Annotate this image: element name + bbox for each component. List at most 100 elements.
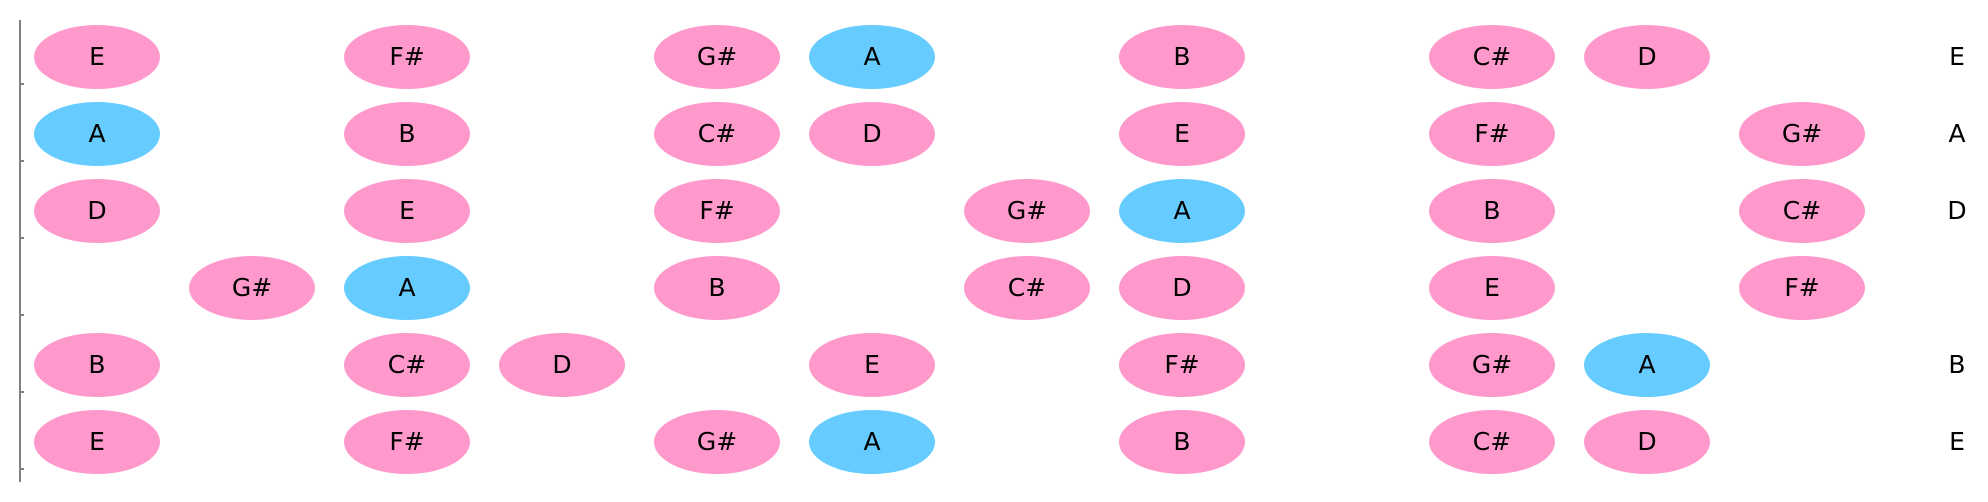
note-label: B — [88, 350, 105, 379]
string-name-label: E — [1949, 42, 1965, 71]
note-marker: B — [34, 333, 160, 397]
scale-note-ellipse — [1584, 410, 1710, 474]
note-label: D — [1172, 273, 1191, 302]
note-marker: C# — [654, 102, 780, 166]
note-marker: A — [1119, 179, 1245, 243]
note-label: C# — [1783, 196, 1821, 225]
note-marker: F# — [344, 410, 470, 474]
scale-note-ellipse — [34, 25, 160, 89]
scale-note-ellipse — [344, 333, 470, 397]
note-marker: B — [1429, 179, 1555, 243]
note-marker: E — [34, 410, 160, 474]
note-label: F# — [389, 42, 424, 71]
note-marker: G# — [1739, 102, 1865, 166]
root-note-ellipse — [1119, 179, 1245, 243]
scale-note-ellipse — [1119, 256, 1245, 320]
note-marker: F# — [654, 179, 780, 243]
note-marker: F# — [1429, 102, 1555, 166]
note-marker: D — [809, 102, 935, 166]
scale-note-ellipse — [1119, 102, 1245, 166]
note-label: B — [398, 119, 415, 148]
root-note-ellipse — [809, 25, 935, 89]
note-marker: G# — [964, 179, 1090, 243]
note-label: E — [1174, 119, 1190, 148]
scale-note-ellipse — [1429, 333, 1555, 397]
scale-note-ellipse — [1429, 256, 1555, 320]
scale-note-ellipse — [1119, 333, 1245, 397]
root-note-ellipse — [34, 102, 160, 166]
note-marker: G# — [189, 256, 315, 320]
note-label: C# — [698, 119, 736, 148]
scale-note-ellipse — [34, 179, 160, 243]
note-marker: F# — [344, 25, 470, 89]
note-label: G# — [1782, 119, 1822, 148]
note-markers: E F# G# A B C# D A B C# D E F# G# D E F# G# A B C# G# A B C# D E F#… — [34, 25, 1865, 474]
scale-note-ellipse — [344, 25, 470, 89]
scale-note-ellipse — [1429, 102, 1555, 166]
scale-note-ellipse — [189, 256, 315, 320]
note-label: C# — [388, 350, 426, 379]
note-label: F# — [1784, 273, 1819, 302]
note-marker: A — [34, 102, 160, 166]
scale-note-ellipse — [1739, 102, 1865, 166]
note-label: A — [398, 273, 415, 302]
scale-note-ellipse — [1739, 179, 1865, 243]
note-marker: C# — [964, 256, 1090, 320]
note-marker: F# — [1119, 333, 1245, 397]
note-marker: B — [344, 102, 470, 166]
scale-note-ellipse — [1119, 25, 1245, 89]
note-label: D — [87, 196, 106, 225]
note-marker: B — [1119, 410, 1245, 474]
scale-note-ellipse — [654, 256, 780, 320]
scale-note-ellipse — [809, 102, 935, 166]
scale-note-ellipse — [1739, 256, 1865, 320]
note-label: C# — [1473, 42, 1511, 71]
note-marker: B — [654, 256, 780, 320]
note-label: A — [88, 119, 105, 148]
note-label: D — [862, 119, 881, 148]
string-name-label: A — [1948, 119, 1965, 148]
note-label: C# — [1008, 273, 1046, 302]
scale-note-ellipse — [964, 256, 1090, 320]
scale-note-ellipse — [344, 410, 470, 474]
note-marker: E — [809, 333, 935, 397]
root-note-ellipse — [344, 256, 470, 320]
note-marker: C# — [1739, 179, 1865, 243]
note-marker: F# — [1739, 256, 1865, 320]
note-label: D — [1637, 427, 1656, 456]
note-marker: C# — [344, 333, 470, 397]
note-marker: D — [499, 333, 625, 397]
note-marker: E — [34, 25, 160, 89]
note-label: G# — [232, 273, 272, 302]
note-label: B — [1483, 196, 1500, 225]
note-label: A — [863, 42, 880, 71]
note-label: F# — [1474, 119, 1509, 148]
scale-note-ellipse — [654, 102, 780, 166]
note-marker: C# — [1429, 25, 1555, 89]
note-marker: D — [1584, 25, 1710, 89]
note-label: B — [708, 273, 725, 302]
scale-note-ellipse — [1429, 179, 1555, 243]
note-label: F# — [1164, 350, 1199, 379]
scale-note-ellipse — [654, 25, 780, 89]
note-label: G# — [1472, 350, 1512, 379]
scale-note-ellipse — [1584, 25, 1710, 89]
scale-note-ellipse — [1429, 410, 1555, 474]
scale-note-ellipse — [34, 333, 160, 397]
scale-note-ellipse — [1119, 410, 1245, 474]
note-marker: A — [1584, 333, 1710, 397]
root-note-ellipse — [1584, 333, 1710, 397]
note-label: A — [1173, 196, 1190, 225]
note-marker: G# — [654, 25, 780, 89]
string-name-label: D — [1947, 196, 1966, 225]
note-label: E — [1484, 273, 1500, 302]
note-label: E — [399, 196, 415, 225]
note-marker: C# — [1429, 410, 1555, 474]
note-marker: A — [344, 256, 470, 320]
scale-note-ellipse — [964, 179, 1090, 243]
scale-note-ellipse — [654, 179, 780, 243]
scale-note-ellipse — [809, 333, 935, 397]
note-label: E — [89, 42, 105, 71]
note-label: B — [1173, 427, 1190, 456]
